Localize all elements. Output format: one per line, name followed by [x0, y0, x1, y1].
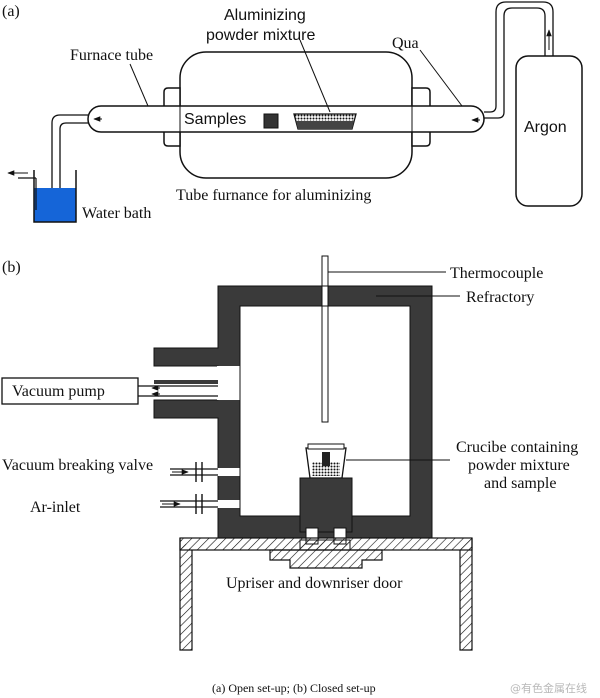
label-refractory: Refractory	[466, 289, 534, 306]
label-water-bath: Water bath	[82, 205, 151, 222]
base-right-leg	[459, 538, 473, 651]
label-argon: Argon	[524, 119, 567, 136]
label-aluminizing-2: powder mixture	[206, 27, 315, 44]
furnace-tube	[87, 105, 485, 133]
argon-cylinder	[515, 55, 583, 207]
label-vacuum-valve: Vacuum breaking valve	[2, 457, 153, 474]
sample-block	[263, 113, 279, 129]
panel-a-tag: (a)	[2, 3, 20, 20]
water-bath-water	[34, 188, 76, 222]
label-furnace-tube: Furnace tube	[70, 47, 153, 64]
water-bath-beaker	[33, 170, 77, 223]
upriser-door	[269, 549, 383, 569]
label-ar-inlet: Ar-inlet	[30, 499, 81, 516]
base-left-leg	[179, 538, 193, 651]
label-tube-furnace: Tube furnance for aluminizing	[176, 187, 371, 204]
label-samples: Samples	[184, 111, 246, 128]
panel-b-tag: (b)	[2, 259, 21, 276]
label-thermocouple: Thermocouple	[450, 265, 543, 282]
label-crucible-2: powder mixture	[468, 457, 570, 474]
label-aluminizing-1: Aluminizing	[224, 7, 306, 24]
label-quartz: Qua	[392, 35, 419, 52]
vacuum-pump-box	[1, 377, 139, 405]
label-vacuum-pump: Vacuum pump	[12, 383, 105, 400]
figure-caption: (a) Open set-up; (b) Closed set-up	[212, 681, 376, 695]
label-upriser: Upriser and downriser door	[226, 575, 403, 592]
leader-furnace-tube	[129, 63, 149, 107]
watermark: @有色金属在线	[510, 681, 587, 695]
sample-pedestal	[299, 477, 353, 533]
leader-powder	[299, 39, 331, 113]
label-crucible-3: and sample	[484, 475, 556, 492]
label-crucible-1: Crucibe containing	[456, 439, 578, 456]
leader-quartz	[419, 49, 463, 107]
panel-b: (b)	[1, 255, 578, 651]
panel-a: (a) Alum	[2, 1, 583, 223]
crucible-sample	[322, 452, 330, 466]
thermocouple-rod	[321, 255, 329, 423]
